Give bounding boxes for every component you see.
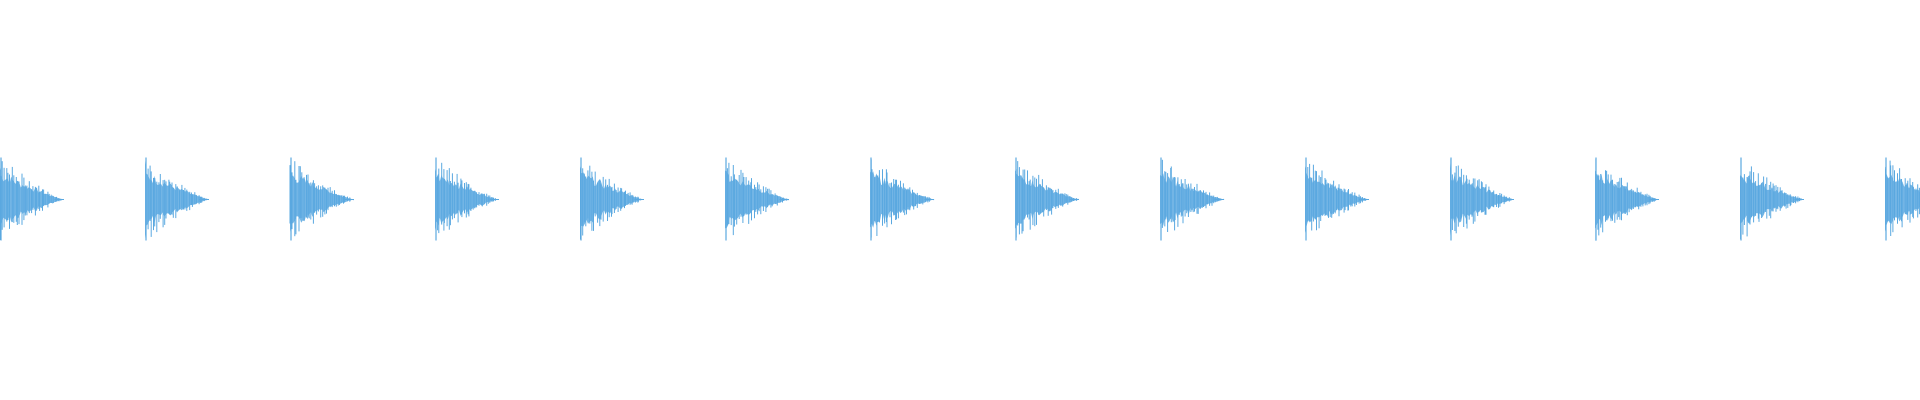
waveform-pulse <box>580 157 644 241</box>
waveform-pulse-body <box>1160 173 1224 226</box>
waveform-pulse <box>1885 157 1920 241</box>
waveform-pulse <box>1305 157 1369 241</box>
waveform-pulse-body <box>435 168 499 231</box>
waveform-pulse <box>725 157 789 241</box>
waveform-pulse-body <box>725 170 789 229</box>
waveform-pulse <box>145 157 209 241</box>
waveform-pulse <box>0 157 64 241</box>
waveform-pulse <box>1160 157 1225 241</box>
waveform-pulse <box>1740 157 1804 241</box>
waveform-pulse <box>1450 157 1514 241</box>
waveform-pulse <box>870 157 935 241</box>
waveform-pulses <box>0 157 1920 241</box>
waveform-pulse <box>1015 157 1079 241</box>
waveform-pulse <box>1595 157 1659 241</box>
waveform-pulse-body <box>1015 170 1079 229</box>
waveform-pulse <box>435 157 499 241</box>
waveform-pulse <box>289 157 354 241</box>
